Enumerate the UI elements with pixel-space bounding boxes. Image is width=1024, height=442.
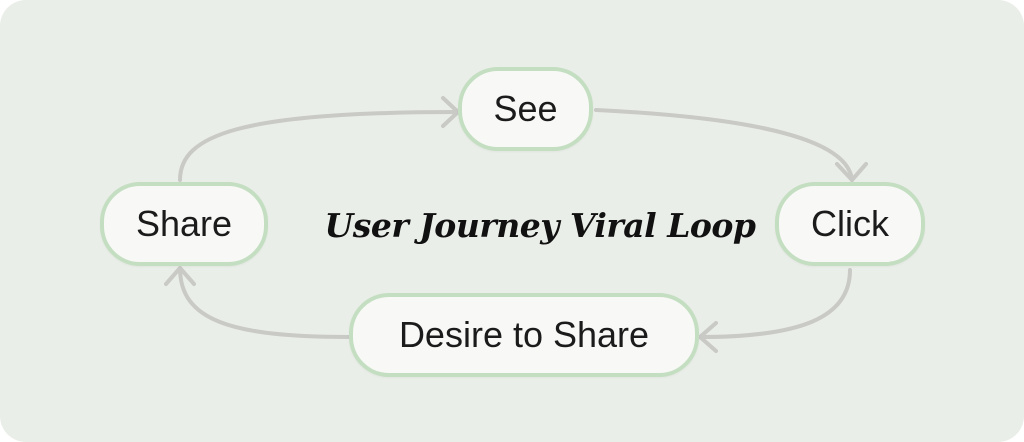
arrow-click-to-desire-head xyxy=(698,321,718,353)
step-see-label: See xyxy=(493,88,558,129)
arrow-share-to-see xyxy=(178,110,460,182)
diagram-title: User Journey Viral Loop xyxy=(324,205,756,245)
arrow-desire-to-share xyxy=(178,266,351,339)
step-see-node: See xyxy=(458,67,593,151)
step-click-node: Click xyxy=(775,182,925,266)
step-click-label: Click xyxy=(811,203,889,244)
step-desire-to-share-label: Desire to Share xyxy=(398,314,650,355)
arrow-see-to-click xyxy=(594,108,854,182)
step-share-node: Share xyxy=(100,182,268,266)
arrow-click-to-desire xyxy=(698,268,852,339)
step-desire-to-share-node: Desire to Share xyxy=(349,293,699,377)
arrow-see-to-click-head xyxy=(835,162,868,182)
step-share-label: Share xyxy=(135,203,233,244)
arrow-desire-to-share-head xyxy=(164,266,196,286)
